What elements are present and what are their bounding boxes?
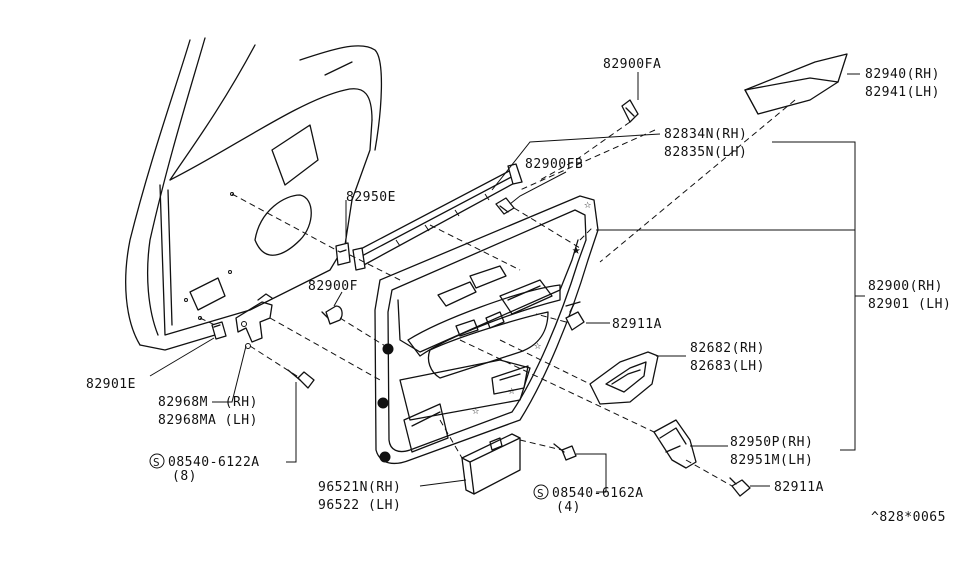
label-82901: 82901 (LH) (868, 297, 951, 312)
label-96522: 96522 (LH) (318, 498, 401, 513)
assembly-lines (199, 99, 796, 487)
label-82900f: 82900F (308, 279, 358, 294)
label-82968ma: 82968MA (LH) (158, 413, 258, 428)
clip-82901e (211, 321, 227, 340)
reference-code: ^828*0065 (871, 510, 946, 525)
svg-text:★: ★ (572, 242, 581, 258)
label-82900: 82900(RH) (868, 279, 943, 294)
svg-text:☆: ☆ (584, 197, 592, 211)
label-82683: 82683(LH) (690, 359, 765, 374)
label-82835n: 82835N(LH) (664, 145, 747, 160)
clip-82950e (335, 242, 351, 266)
label-82950p: 82950P(RH) (730, 435, 813, 450)
handle-escutcheon-82682 (589, 351, 659, 405)
clip-82900f (321, 305, 343, 325)
cover-82950p (653, 419, 697, 469)
label-96521n: 96521N(RH) (318, 480, 401, 495)
pocket-96521n (461, 433, 521, 495)
screw-symbol-6122a: S (149, 453, 165, 469)
label-08540-6122a: 08540-6122A (168, 455, 260, 470)
label-82911a-top: 82911A (612, 317, 662, 332)
svg-text:☆: ☆ (534, 338, 542, 352)
clip-82900fb (495, 197, 515, 215)
label-82911a-bottom: 82911A (774, 480, 824, 495)
screw-symbol-6162a-letter: S (537, 487, 544, 500)
label-82951m: 82951M(LH) (730, 453, 813, 468)
screw-symbol-6122a-letter: S (153, 456, 160, 469)
label-82950e: 82950E (346, 190, 396, 205)
part-labels: 82900FA 82940(RH) 82941(LH) 82834N(RH) 8… (86, 57, 951, 525)
screw-symbol-6162a: S (533, 484, 549, 500)
label-08540-6162a: 08540-6162A (552, 486, 644, 501)
screw-08540-6162a (553, 443, 577, 461)
leader-lines (149, 72, 865, 493)
label-82940: 82940(RH) (865, 67, 940, 82)
label-82682: 82682(RH) (690, 341, 765, 356)
label-82968m: 82968M (RH) (158, 395, 258, 410)
armrest-pad-82940 (744, 53, 848, 115)
screw-82911a-bottom (729, 477, 751, 497)
label-82834n: 82834N(RH) (664, 127, 747, 142)
label-82941: 82941(LH) (865, 85, 940, 100)
rear-door-shell (125, 37, 383, 351)
label-82900fa: 82900FA (603, 57, 661, 72)
clip-82900fa (621, 99, 639, 123)
label-82900fb: 82900FB (525, 157, 583, 172)
label-08540-6162a-qty: (4) (556, 500, 581, 515)
screw-08540-6122a (287, 369, 315, 389)
door-trim-panel-82900: ☆ ★ ☆ ☆ ☆ (374, 195, 599, 465)
svg-text:☆: ☆ (508, 383, 516, 397)
label-82901e: 82901E (86, 377, 136, 392)
screw-82911a-top (565, 301, 585, 331)
moulding-strip-82834n (352, 163, 523, 271)
label-08540-6122a-qty: (8) (172, 469, 197, 484)
svg-text:☆: ☆ (472, 403, 480, 417)
